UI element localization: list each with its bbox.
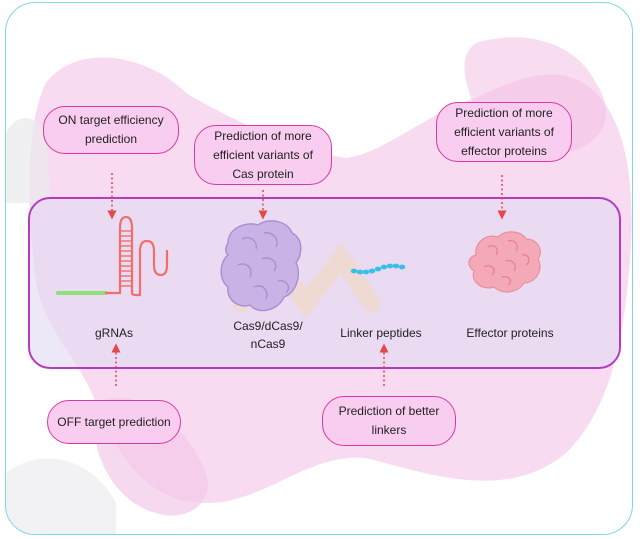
effector-protein-icon [468,231,541,293]
off-target-prediction-text: OFF target prediction [57,414,171,429]
better-linkers-prediction-bubble: Prediction of better linkers [322,396,456,446]
effector-variants-prediction-bubble: Prediction of more efficient variants of… [436,102,572,162]
cas-variants-prediction-bubble: Prediction of more efficient variants of… [194,125,332,185]
linker-peptides-label: Linker peptides [331,324,431,342]
cas-variants-prediction-text: Prediction of more efficient variants of… [213,128,313,181]
effector-proteins-label: Effector proteins [458,324,562,342]
linker-peptide-icon [350,263,406,275]
grey-background-blob [6,118,51,203]
on-target-prediction-bubble: ON target efficiency prediction [43,106,179,154]
cas9-protein-icon [220,220,302,312]
effector-proteins-label-text: Effector proteins [466,326,554,340]
grnas-label: gRNAs [74,324,154,342]
cas9-label: Cas9/dCas9/ nCas9 [226,317,310,353]
effector-variants-prediction-text: Prediction of more efficient variants of… [454,105,554,158]
off-target-prediction-bubble: OFF target prediction [47,400,181,444]
grnas-label-text: gRNAs [94,326,133,340]
grna-hairpin-icon [56,215,169,297]
cas9-label-text: Cas9/dCas9/ nCas9 [233,319,303,351]
grey-background-blob-2 [6,458,116,534]
figure-frame: ON target efficiency prediction Predicti… [5,2,633,535]
linker-peptides-label-text: Linker peptides [340,326,422,340]
on-target-prediction-text: ON target efficiency prediction [58,113,164,146]
better-linkers-prediction-text: Prediction of better linkers [338,404,440,437]
arrows [107,173,507,386]
